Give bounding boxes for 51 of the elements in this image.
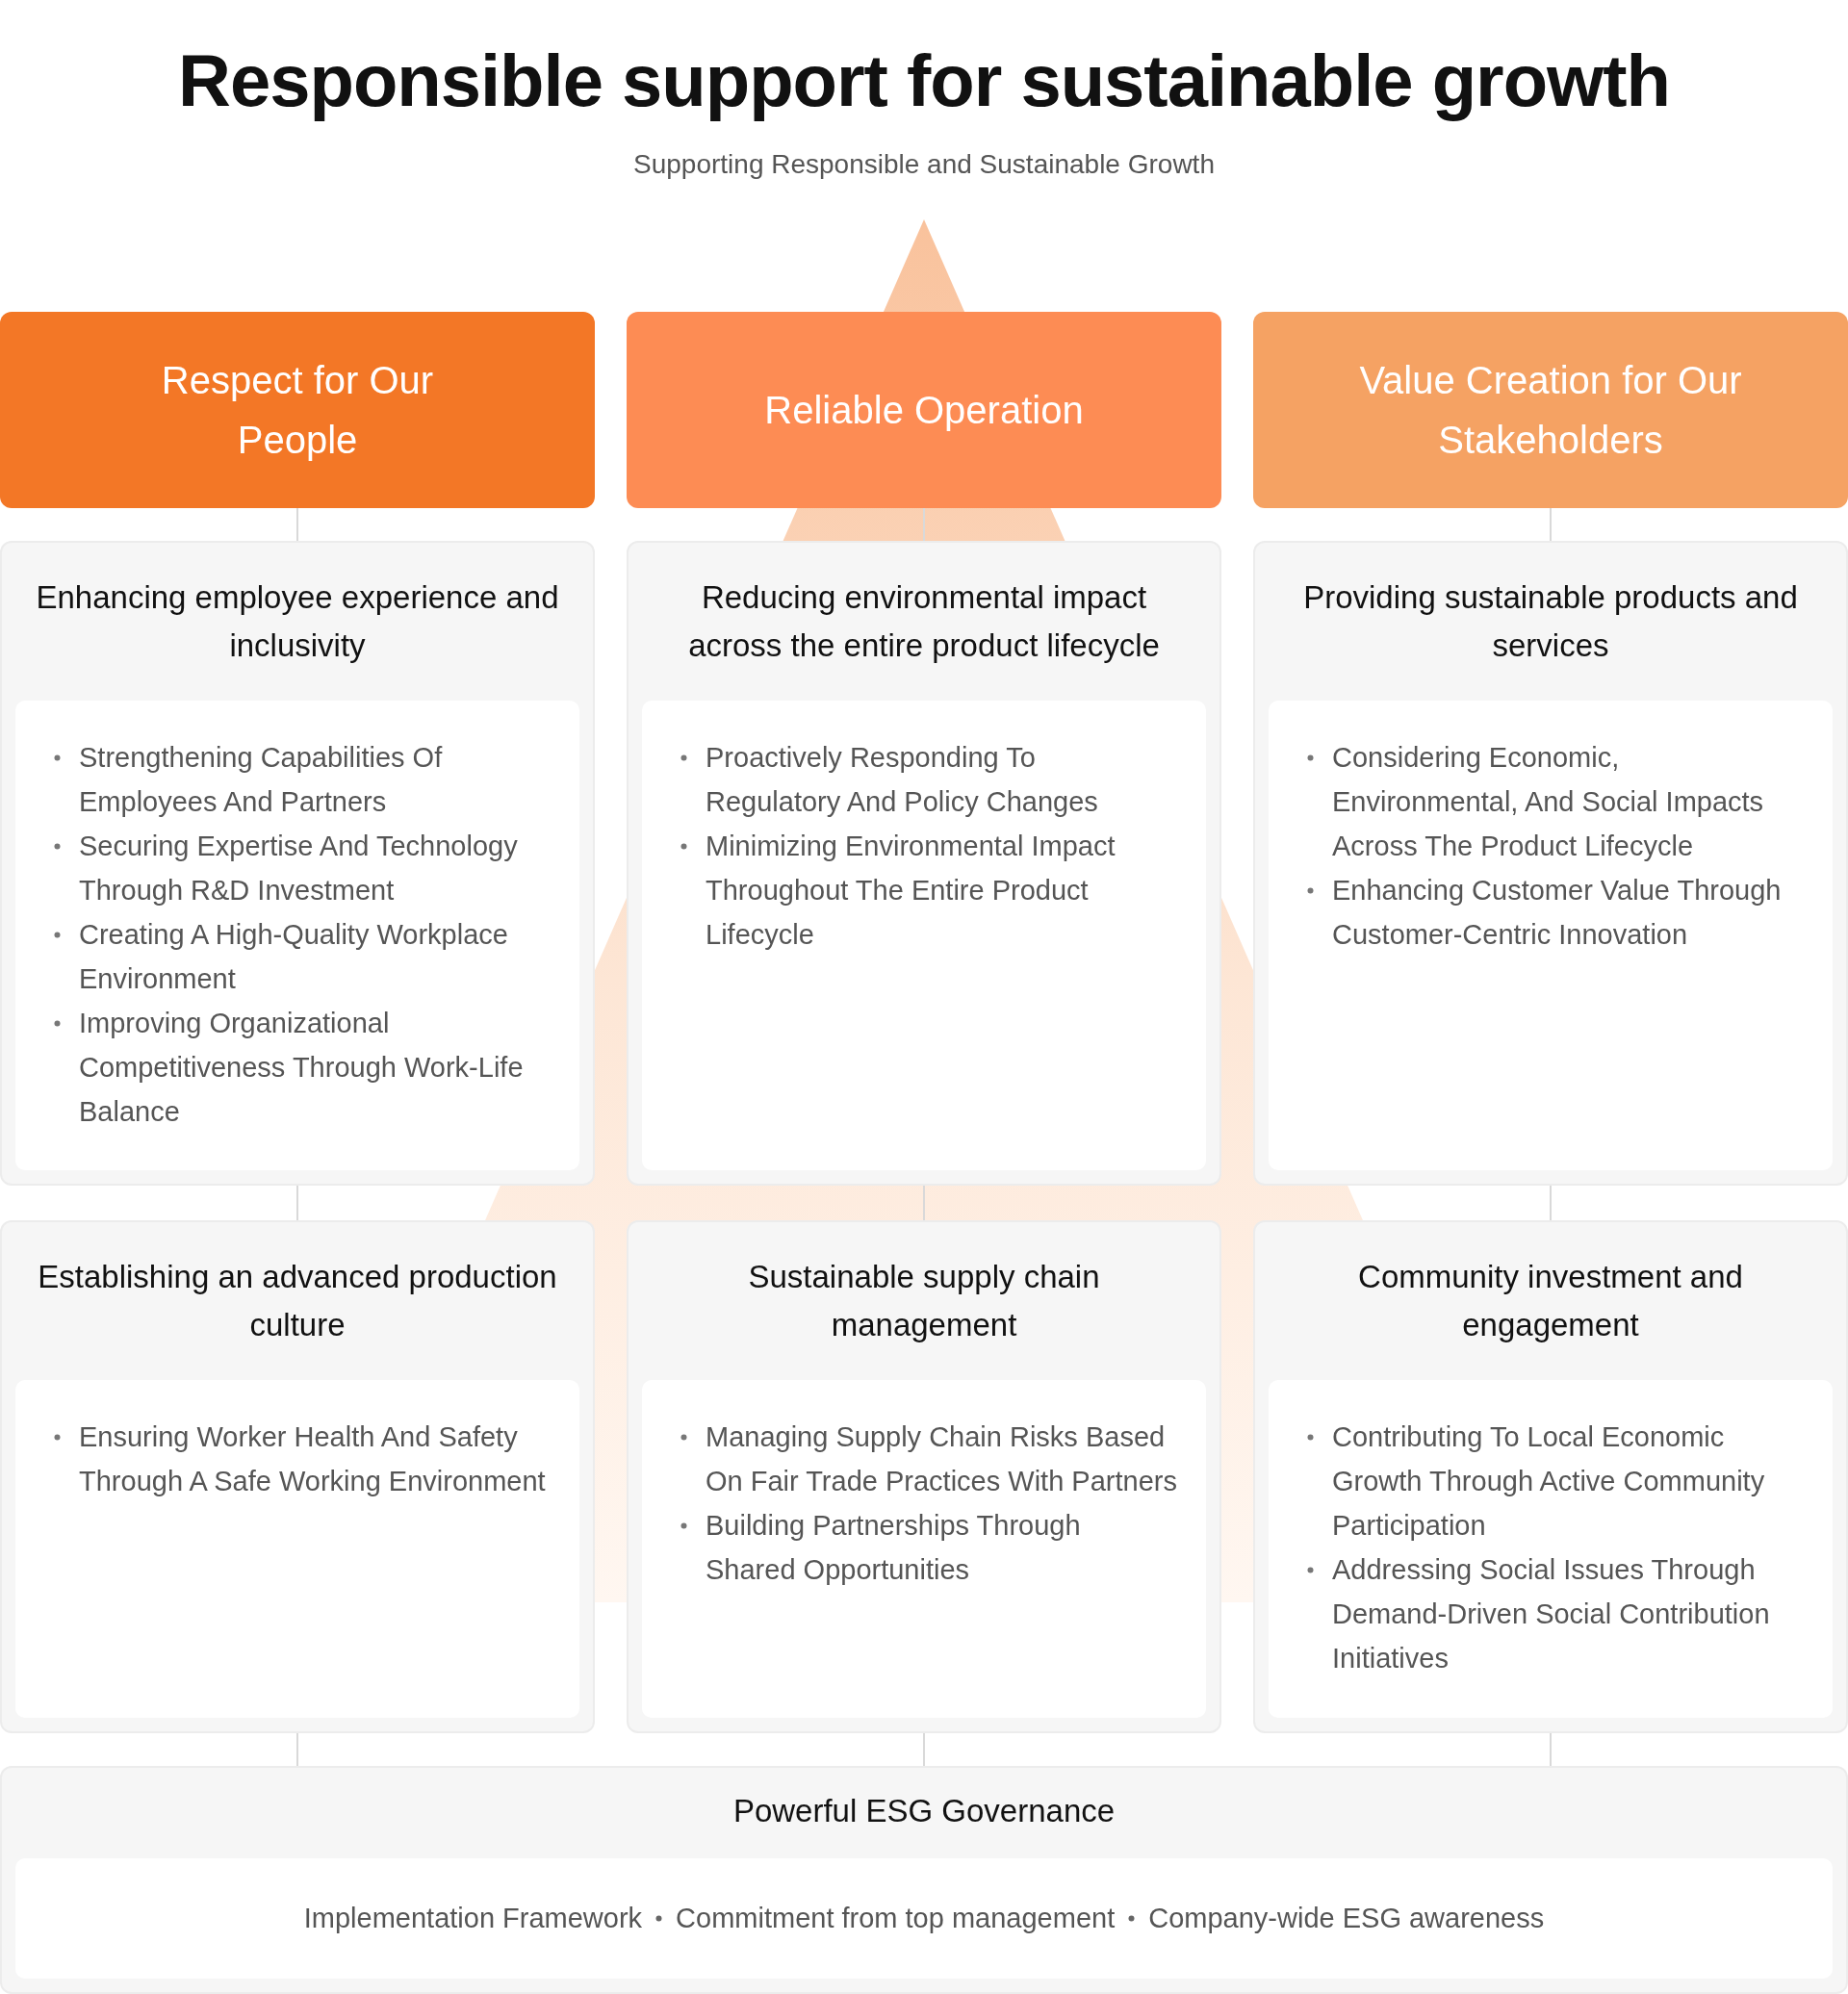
text-panel <box>642 701 1206 1170</box>
bullet-item: Creating A High-Quality Workplace Environment <box>79 919 508 994</box>
connector-line <box>923 1732 925 1767</box>
card-heading: Community investment and engagement <box>1357 1258 1744 1344</box>
card-heading: Powerful ESG Governance <box>732 1792 1116 1830</box>
topic-card <box>627 541 1221 1186</box>
bullet-item: Securing Expertise And Technology Through R&D Investment <box>79 831 518 906</box>
governance-card <box>0 1766 1848 1994</box>
bullet-item: Minimizing Environmental Impact Throughout The Entire Product Lifecycle <box>706 831 1116 950</box>
topic-card <box>1253 1220 1848 1733</box>
card-heading: Enhancing employee experience and inclusivity <box>35 578 560 665</box>
card-heading: Sustainable supply chain management <box>747 1258 1101 1344</box>
governance-item: Company-wide ESG awareness <box>1148 1903 1545 1934</box>
pillar-header: Reliable Operation <box>627 312 1221 508</box>
topic-card <box>1253 541 1848 1186</box>
bullet-item: Improving Organizational Competitiveness Through Work-Life Balance <box>79 1008 524 1127</box>
card-heading: Reducing environmental impact across the entire product lifecycle <box>687 578 1161 665</box>
text-panel <box>15 701 579 1170</box>
bullet-item: Ensuring Worker Health And Safety Through A Safe Working Environment <box>79 1421 546 1496</box>
connector-line <box>1550 1732 1552 1767</box>
text-panel <box>15 1380 579 1718</box>
bullet-item: Considering Economic, Environmental, And Social Impacts Across The Product Lifecycle <box>1332 742 1764 861</box>
governance-item: Implementation Framework <box>303 1903 643 1934</box>
bullet-item: Enhancing Customer Value Through Customer-Centric Innovation <box>1332 875 1782 950</box>
connector-line <box>1550 507 1552 542</box>
connector-line <box>923 507 925 542</box>
connector-line <box>1550 1185 1552 1221</box>
topic-card <box>0 541 595 1186</box>
connector-line <box>923 1185 925 1221</box>
topic-card <box>0 1220 595 1733</box>
text-panel <box>1269 701 1833 1170</box>
connector-line <box>296 1185 298 1221</box>
connector-line <box>296 507 298 542</box>
subtitle: Supporting Responsible and Sustainable Growth <box>632 149 1216 180</box>
pillar-header: Value Creation for Our Stakeholders <box>1253 312 1848 508</box>
card-heading: Establishing an advanced production culture <box>37 1258 558 1344</box>
page-title: Responsible support for sustainable growth <box>177 38 1671 122</box>
bullet-item: Contributing To Local Economic Growth Through Active Community Participation <box>1332 1421 1765 1541</box>
connector-line <box>296 1732 298 1767</box>
pillar-header: Respect for Our People <box>0 312 595 508</box>
bullet-item: Proactively Responding To Regulatory And Policy Changes <box>706 742 1098 817</box>
governance-item: Commitment from top management <box>676 1903 1116 1934</box>
bullet-item: Strengthening Capabilities Of Employees And Partners <box>79 742 443 817</box>
bullet-item: Managing Supply Chain Risks Based On Fair Trade Practices With Partners <box>706 1421 1177 1496</box>
bullet-item: Addressing Social Issues Through Demand-Driven Social Contribution Initiatives <box>1332 1554 1770 1674</box>
card-heading: Providing sustainable products and services <box>1302 578 1799 665</box>
bullet-item: Building Partnerships Through Shared Opportunities <box>706 1510 1081 1585</box>
text-panel <box>642 1380 1206 1718</box>
text-panel <box>15 1858 1833 1979</box>
topic-card <box>627 1220 1221 1733</box>
text-panel <box>1269 1380 1833 1718</box>
